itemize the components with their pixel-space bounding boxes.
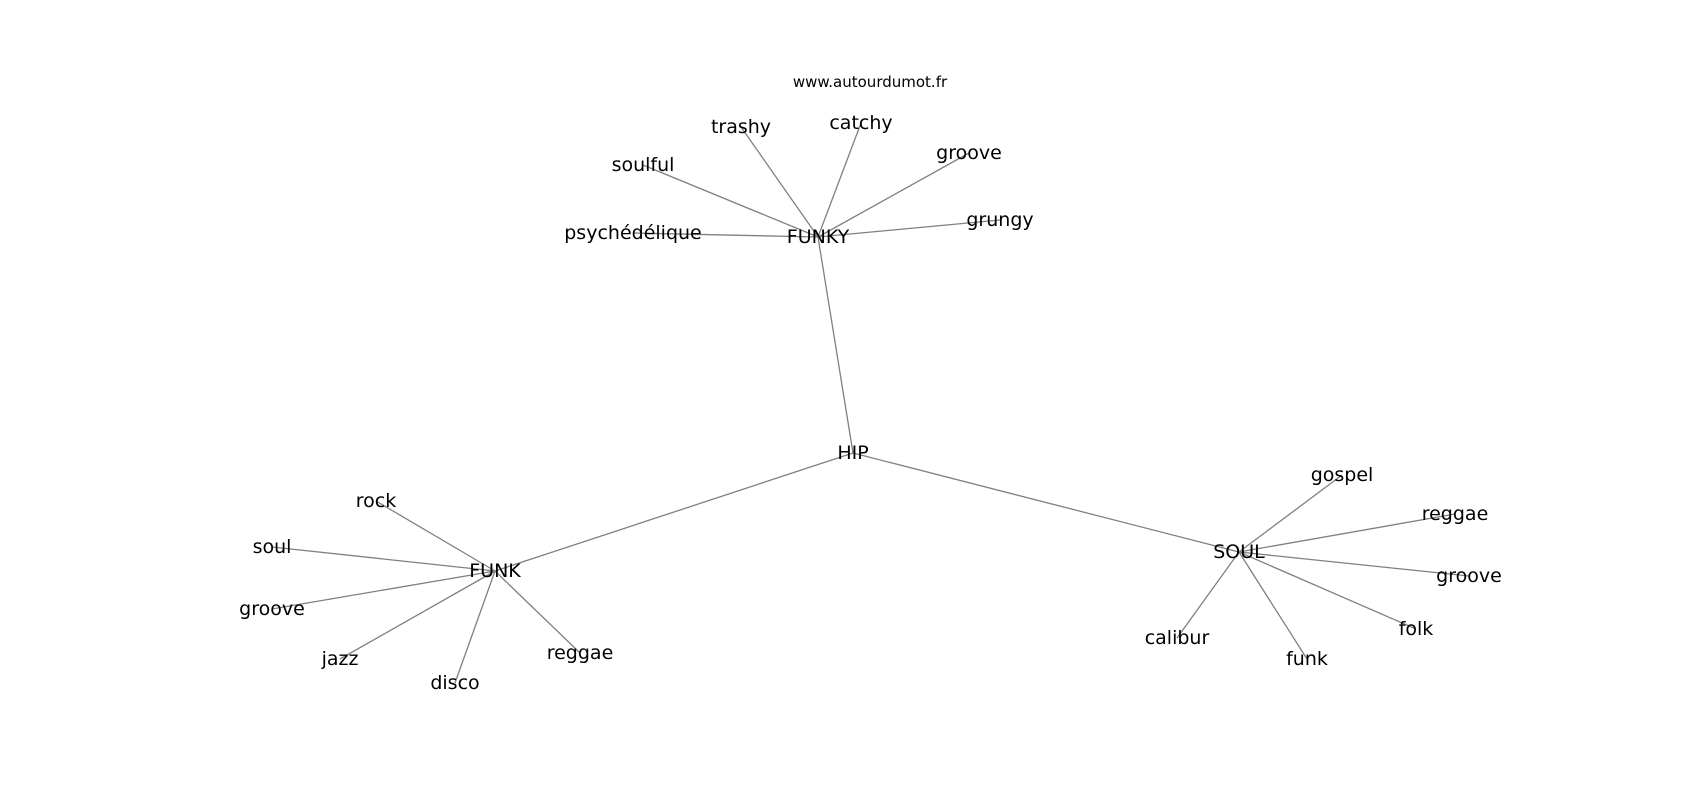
edge-funk-funk_jazz [339,570,496,660]
edge-hip-funk [494,452,854,572]
node-hip[interactable]: HIP [837,442,868,464]
node-funky-catchy[interactable]: catchy [829,112,892,134]
edge-soul_hub-soul_gospel [1238,474,1343,553]
node-soul-gospel[interactable]: gospel [1311,464,1374,486]
node-soul-folk[interactable]: folk [1399,618,1434,640]
graph-nodes: HIP FUNKY FUNK SOUL soulful trashy catchy groov… [239,112,1502,694]
node-funky-soulful[interactable]: soulful [612,154,675,176]
node-funky-trashy[interactable]: trashy [711,116,771,138]
node-soul-groove[interactable]: groove [1436,565,1502,587]
edge-hip-soul_hub [852,452,1240,553]
node-funk-soul[interactable]: soul [253,536,292,558]
node-funk[interactable]: FUNK [469,560,521,582]
edge-funky-funky_grungy [817,219,1001,238]
edge-soul_hub-soul_folk [1238,551,1417,630]
node-funk-disco[interactable]: disco [430,672,479,694]
node-funk-jazz[interactable]: jazz [321,648,359,670]
edge-funky-funky_catchy [817,122,862,238]
node-soul-funk[interactable]: funk [1286,648,1328,670]
node-funk-rock[interactable]: rock [356,490,396,512]
node-funk-reggae[interactable]: reggae [547,642,614,664]
edge-funky-funky_trashy [740,126,819,238]
edge-funk-funk_disco [454,570,496,684]
edge-soul_hub-soul_funk [1238,551,1308,660]
edge-funk-funk_rock [375,500,496,572]
edge-funky-funky_psychedelique [632,232,819,238]
node-funky[interactable]: FUNKY [787,226,850,248]
node-funky-grungy[interactable]: grungy [966,209,1033,231]
graph-edges [271,122,1470,684]
node-soul-hub[interactable]: SOUL [1213,541,1265,563]
site-watermark[interactable]: www.autourdumot.fr [793,73,948,91]
edge-soul_hub-soul_calibur [1176,551,1240,639]
node-soul-calibur[interactable]: calibur [1145,627,1210,649]
node-funk-groove[interactable]: groove [239,598,305,620]
edge-hip-funky [817,236,854,454]
edge-funk-funk_soul [271,546,496,572]
edge-funky-funky_groove [817,152,970,238]
edge-funk-funk_groove [271,570,496,610]
edge-soul_hub-soul_reggae [1238,513,1456,553]
edge-funky-funky_soulful [642,164,819,238]
edge-soul_hub-soul_groove [1238,551,1470,577]
node-soul-reggae[interactable]: reggae [1422,503,1489,525]
node-funky-groove[interactable]: groove [936,142,1002,164]
edge-funk-funk_reggae [494,570,581,654]
node-funky-psychedelique[interactable]: psychédélique [564,222,701,244]
